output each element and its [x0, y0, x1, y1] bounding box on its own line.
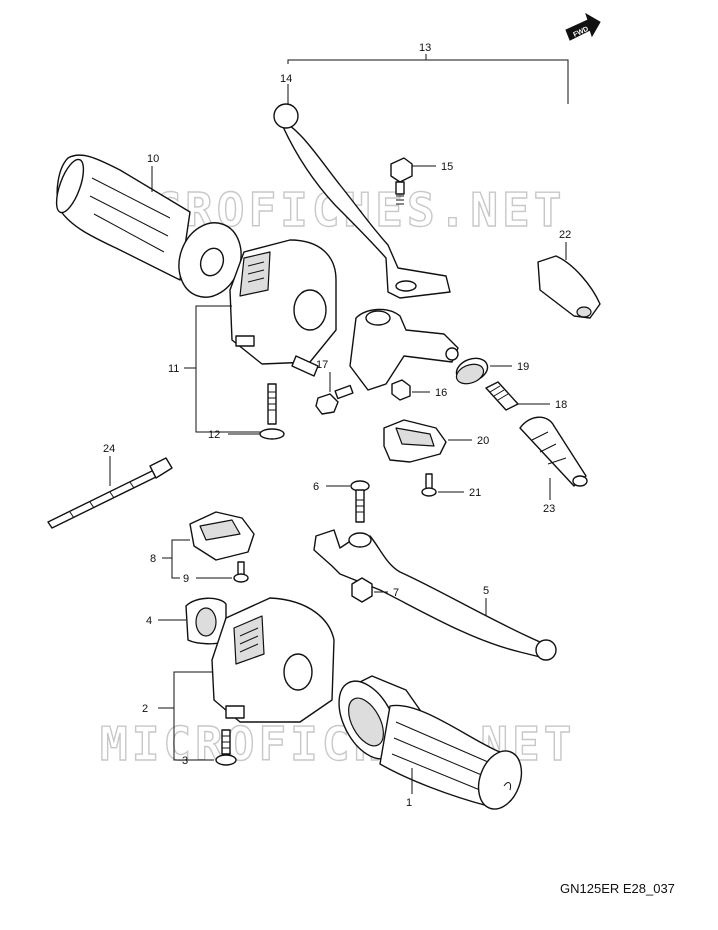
right-switch-housing-part-2	[158, 597, 335, 761]
callout-11: 11	[168, 363, 179, 375]
callout-8: 8	[150, 553, 156, 565]
callout-1: 1	[406, 797, 412, 809]
diagram-reference-code: GN125ER E28_037	[560, 881, 675, 896]
screw-part-9	[196, 561, 249, 583]
callout-4: 4	[146, 615, 152, 627]
callout-20: 20	[477, 435, 489, 447]
screw-part-3	[215, 729, 237, 766]
callout-23: 23	[543, 503, 555, 515]
lever-cover-part-22	[537, 242, 601, 319]
left-switch-housing-part-11	[184, 239, 337, 433]
callout-24: 24	[103, 443, 115, 455]
callout-18: 18	[555, 399, 567, 411]
bolt-part-17	[315, 372, 354, 415]
collar-part-4	[158, 597, 227, 645]
callout-6: 6	[313, 481, 319, 493]
callout-10: 10	[147, 153, 159, 165]
brake-switch-part-8	[162, 511, 255, 579]
screw-part-21	[421, 473, 464, 497]
callout-7: 7	[393, 587, 399, 599]
long-screw-part-12	[228, 383, 285, 440]
adjuster-nut-part-19	[455, 357, 512, 385]
adjuster-bolt-part-18	[485, 381, 550, 411]
callout-17: 17	[316, 359, 328, 371]
callout-2: 2	[142, 703, 148, 715]
clutch-switch-part-20	[383, 419, 472, 463]
callout-21: 21	[469, 487, 481, 499]
cable-tie-part-24	[47, 456, 173, 529]
callout-19: 19	[517, 361, 529, 373]
callout-15: 15	[441, 161, 453, 173]
callout-9: 9	[183, 573, 189, 585]
bolt-part-15	[390, 157, 436, 205]
right-grip-part-1	[338, 675, 523, 810]
callout-13: 13	[419, 42, 431, 54]
nut-part-16	[391, 379, 430, 401]
left-grip-part-10	[55, 154, 242, 298]
callout-5: 5	[483, 585, 489, 597]
screw-part-6	[326, 480, 370, 523]
nut-part-7	[351, 577, 388, 603]
fwd-arrow-icon: FWD	[565, 12, 601, 41]
callout-3: 3	[182, 755, 188, 767]
callout-12: 12	[208, 429, 220, 441]
callout-14: 14	[280, 73, 292, 85]
clutch-lever-part-14	[273, 84, 451, 299]
callout-22: 22	[559, 229, 571, 241]
clutch-lever-holder	[349, 308, 459, 391]
callout-13-bracket	[287, 54, 569, 104]
brake-lever-part-5	[313, 529, 557, 661]
callout-16: 16	[435, 387, 447, 399]
cable-boot-part-23	[519, 416, 588, 500]
